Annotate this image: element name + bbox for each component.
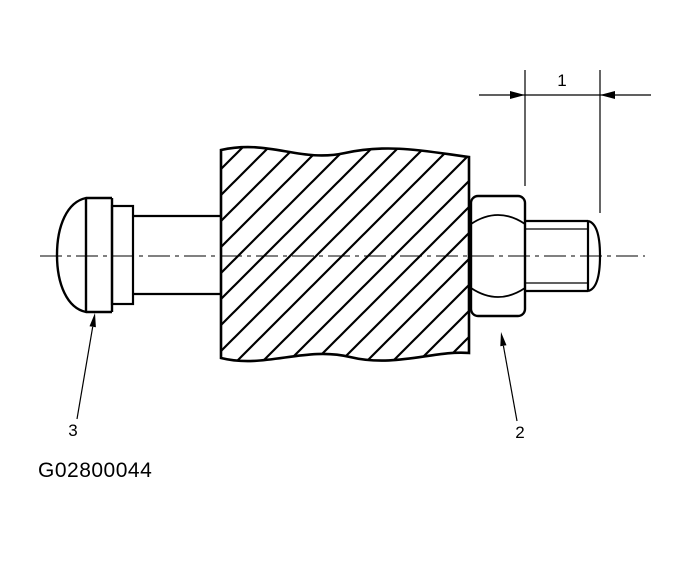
- block-hatching: [221, 147, 469, 362]
- callout-label-2: 2: [515, 423, 524, 442]
- dimension-label-1: 1: [557, 71, 566, 90]
- stud-end-cap: [587, 219, 602, 293]
- figure-id-label: G02800044: [38, 459, 152, 482]
- nut-outline: [469, 194, 527, 318]
- nut-chamfer-bottom: [470, 287, 526, 298]
- callout-label-3: 3: [68, 421, 77, 440]
- nut-chamfer-top: [470, 214, 526, 225]
- callout-3: 3: [68, 313, 96, 440]
- leader-line-2: [502, 345, 518, 422]
- nut: [469, 194, 527, 318]
- hatched-block: [219, 145, 471, 363]
- block-outline: [219, 145, 471, 363]
- washer: [110, 204, 135, 306]
- leader-line-3: [76, 326, 94, 420]
- leader-arrow-2-icon: [500, 332, 507, 347]
- bolt-head: [55, 196, 114, 314]
- threaded-stud: [525, 219, 602, 293]
- callout-2: 2: [500, 332, 525, 442]
- bolt-head-outline: [55, 196, 112, 314]
- dimension-1: 1: [479, 70, 651, 213]
- bolt-shank: [133, 214, 221, 296]
- leader-arrow-3-icon: [89, 313, 96, 328]
- washer-outline: [110, 204, 135, 306]
- dimension-arrow-right-icon: [600, 91, 615, 99]
- dimension-arrow-left-icon: [510, 91, 525, 99]
